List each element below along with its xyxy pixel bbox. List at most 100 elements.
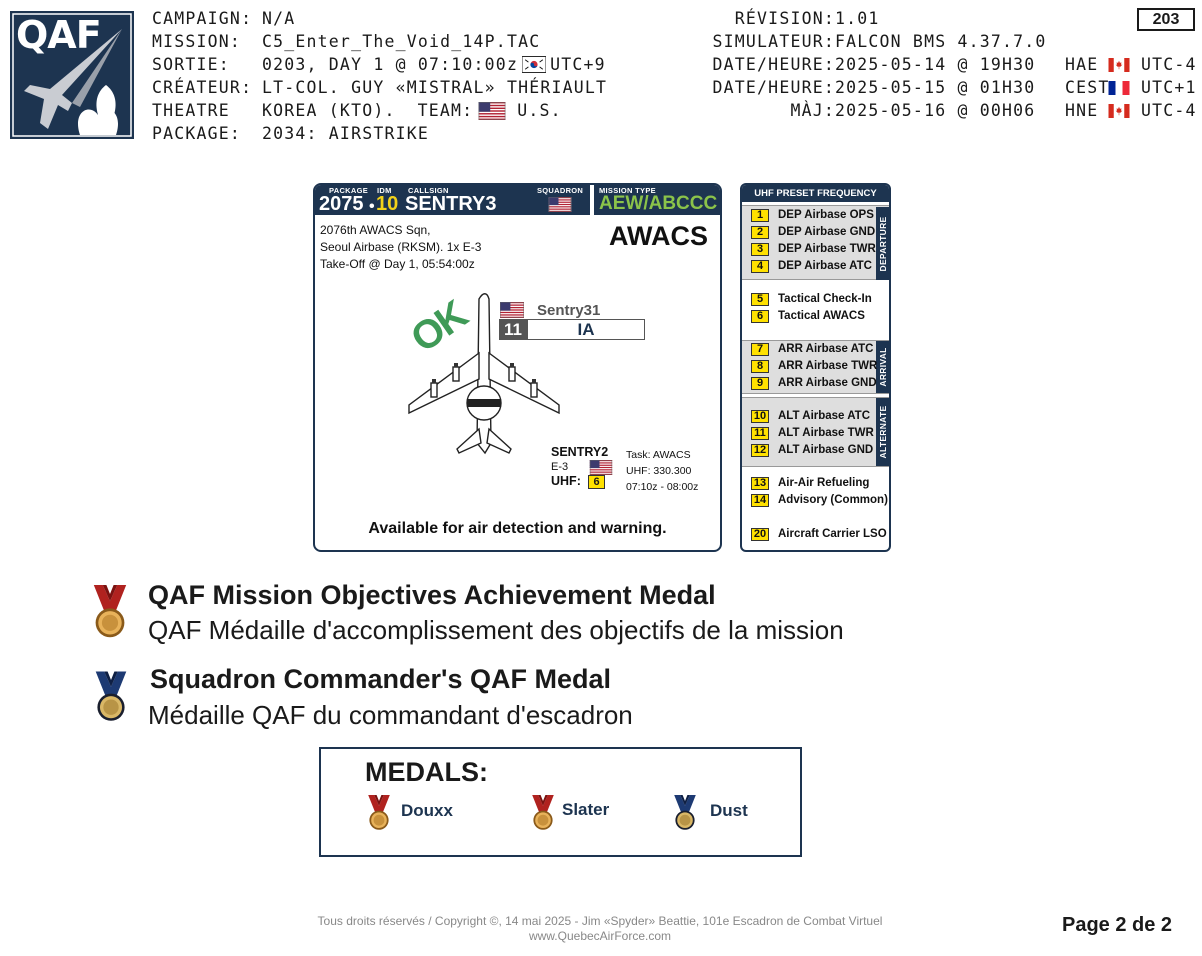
logo-text: QAF	[16, 13, 102, 57]
header-value: KOREA (KTO).	[262, 101, 396, 120]
header-row-creator: CRÉATEUR: LT-COL. GUY «MISTRAL» THÉRIAUL…	[152, 76, 607, 99]
header-value: 2025-05-15 @ 01H30	[835, 78, 1036, 97]
package-label: PACKAGE	[329, 186, 369, 195]
task-line: Task: AWACS	[626, 449, 691, 461]
medals-box-title: MEDALS:	[365, 757, 488, 787]
team-label: TEAM:	[417, 101, 474, 120]
flight-task-info: Task: AWACS UHF: 330.300 07:10z - 08:00z	[626, 447, 698, 495]
blue-medal-icon	[94, 668, 128, 726]
separator-dot: •	[369, 198, 375, 215]
header-value: 1.01	[835, 9, 880, 28]
header-utc: UTC+1	[1141, 78, 1197, 97]
fr-flag-icon	[1107, 81, 1131, 95]
header-row-date-cest: DATE/HEURE: 2025-05-15 @ 01H30 CEST UTC+…	[700, 76, 1197, 99]
header-label: PACKAGE:	[152, 124, 242, 143]
slot-pilot: IA	[527, 319, 645, 340]
medal-title-fr: Médaille QAF du commandant d'escadron	[148, 700, 633, 730]
mission-type-label: MISSION TYPE	[599, 186, 656, 195]
header-value: 0203, DAY 1 @ 07:10:00z	[262, 55, 519, 74]
header-divider	[590, 185, 594, 215]
header-label: MÀJ:	[790, 101, 835, 120]
red-medal-icon	[92, 582, 128, 642]
page-label: Page 2 de 2	[1062, 914, 1173, 936]
header-value: LT-COL. GUY «MISTRAL» THÉRIAULT	[262, 78, 608, 97]
flight-uhf-label: UHF:	[551, 474, 581, 488]
header-value: 2034: AIRSTRIKE	[262, 124, 430, 143]
mission-card: PACKAGE 2075 • IDM 10 CALLSIGN SENTRY3 S…	[313, 183, 722, 552]
header-label: THEATRE	[152, 101, 230, 120]
header-row-simulator: SIMULATEUR: FALCON BMS 4.37.7.0	[700, 30, 1197, 53]
us-flag-icon	[546, 197, 574, 212]
header-value: C5_Enter_The_Void_14P.TAC	[262, 32, 541, 51]
uhf-side-label: ALTERNATE	[876, 398, 889, 466]
uhf-side-label: ARRIVAL	[876, 341, 889, 393]
slot-callsign: Sentry31	[537, 302, 601, 319]
unit-line: 2076th AWACS Sqn,	[320, 223, 431, 237]
flight-callsign: SENTRY2	[551, 445, 609, 459]
header-value: FALCON BMS 4.37.7.0	[835, 32, 1047, 51]
copyright-text: Tous droits réservés / Copyright ©, 14 m…	[317, 914, 883, 928]
header-row-sortie: SORTIE: 0203, DAY 1 @ 07:10:00z UTC+9	[152, 53, 607, 76]
mission-title: AWACS	[608, 221, 708, 251]
red-medal-icon	[367, 793, 391, 833]
card-footer: Available for air detection and warning.	[368, 520, 667, 537]
idm-value: 10	[376, 193, 399, 215]
us-flag-icon	[499, 302, 525, 318]
blue-medal-icon	[673, 793, 697, 833]
website-link[interactable]: www.QuebecAirForce.com	[528, 929, 672, 943]
header-utc: UTC-4	[1141, 55, 1197, 74]
qaf-logo: QAF	[10, 11, 134, 139]
e3-aircraft-icon	[408, 293, 560, 455]
copyright-footer: Tous droits réservés / Copyright ©, 14 m…	[200, 914, 1000, 944]
flight-uhf-channel: 6	[588, 475, 605, 489]
unit-line: Take-Off @ Day 1, 05:54:00z	[320, 257, 475, 271]
slot-number: 11	[499, 319, 527, 340]
header-row-mission: MISSION: C5_Enter_The_Void_14P.TAC	[152, 30, 607, 53]
mission-type-value: AEW/ABCCC	[599, 193, 718, 214]
header-label: DATE/HEURE:	[712, 55, 835, 74]
task-line: 07:10z - 08:00z	[626, 481, 699, 493]
task-line: UHF: 330.300	[626, 465, 692, 477]
header-row-date-hae: DATE/HEURE: 2025-05-14 @ 19H30 HAE UTC-4	[700, 53, 1197, 76]
medal-title-fr: QAF Médaille d'accomplissement des objec…	[148, 615, 844, 645]
header-label: SORTIE:	[152, 55, 230, 74]
header-label: RÉVISION:	[734, 9, 835, 28]
medal-recipient: Dust	[710, 801, 748, 820]
header-row-campaign: CAMPAIGN: N/A	[152, 7, 607, 30]
header-label: DATE/HEURE:	[712, 78, 835, 97]
team-value: U.S.	[517, 101, 562, 120]
medal-title-en: QAF Mission Objectives Achievement Medal	[148, 580, 716, 610]
header-value-utc: UTC+9	[550, 55, 606, 74]
uhf-side-label: DEPARTURE	[876, 207, 889, 280]
header-row-theatre: THEATRE KOREA (KTO). TEAM: U.S.	[152, 99, 607, 122]
header-value: 2025-05-16 @ 00H06	[835, 101, 1036, 120]
header-left: CAMPAIGN: N/A MISSION: C5_Enter_The_Void…	[152, 7, 607, 145]
unit-info: 2076th AWACS Sqn, Seoul Airbase (RKSM). …	[320, 222, 481, 273]
header-row-revision: RÉVISION: 1.01	[700, 7, 1197, 30]
header-label: MISSION:	[152, 32, 242, 51]
header-label: SIMULATEUR:	[712, 32, 835, 51]
us-flag-icon	[477, 102, 507, 120]
medal-title-en: Squadron Commander's QAF Medal	[150, 664, 611, 694]
kr-flag-icon	[522, 56, 546, 73]
unit-line: Seoul Airbase (RKSM). 1x E-3	[320, 240, 482, 254]
callsign-value: SENTRY3	[405, 193, 497, 215]
package-value: 2075	[319, 193, 364, 215]
header-timezone: HAE	[1065, 55, 1099, 74]
page-number-badge: 203	[1137, 8, 1195, 31]
header-right: RÉVISION: 1.01 SIMULATEUR: FALCON BMS 4.…	[700, 7, 1197, 122]
